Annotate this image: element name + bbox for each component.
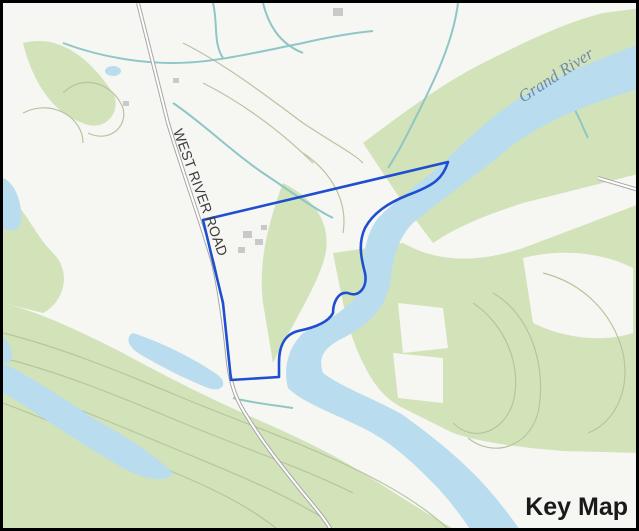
forest-north-west bbox=[23, 41, 116, 126]
east-road-center bbox=[597, 177, 636, 191]
stream-ravine bbox=[172, 102, 334, 219]
forest-ravine bbox=[261, 183, 327, 363]
field-clearing-2 bbox=[393, 353, 443, 403]
water-bodies bbox=[3, 66, 224, 480]
pond-west bbox=[3, 178, 22, 231]
stream-north-east bbox=[387, 3, 459, 169]
field-clearing-3 bbox=[523, 252, 633, 339]
property-boundary[interactable] bbox=[201, 160, 450, 382]
map-canvas[interactable]: WEST RIVER ROAD Grand River bbox=[3, 3, 639, 531]
west-river-road-center bbox=[137, 3, 331, 528]
roads bbox=[136, 3, 636, 528]
map-title: Key Map bbox=[525, 493, 628, 521]
stream-north-tributary-2 bbox=[262, 3, 304, 54]
lake-south-west bbox=[3, 363, 173, 480]
stream-north-tributary bbox=[212, 3, 224, 59]
stream-north bbox=[62, 30, 374, 65]
field-clearings bbox=[393, 252, 633, 403]
grand-river bbox=[286, 45, 636, 528]
pond-north-west bbox=[105, 66, 121, 76]
pond-south-west bbox=[128, 333, 224, 390]
streams bbox=[62, 3, 589, 409]
pond-west-small bbox=[3, 338, 12, 363]
field-clearing-1 bbox=[398, 303, 448, 353]
buildings bbox=[123, 8, 343, 253]
